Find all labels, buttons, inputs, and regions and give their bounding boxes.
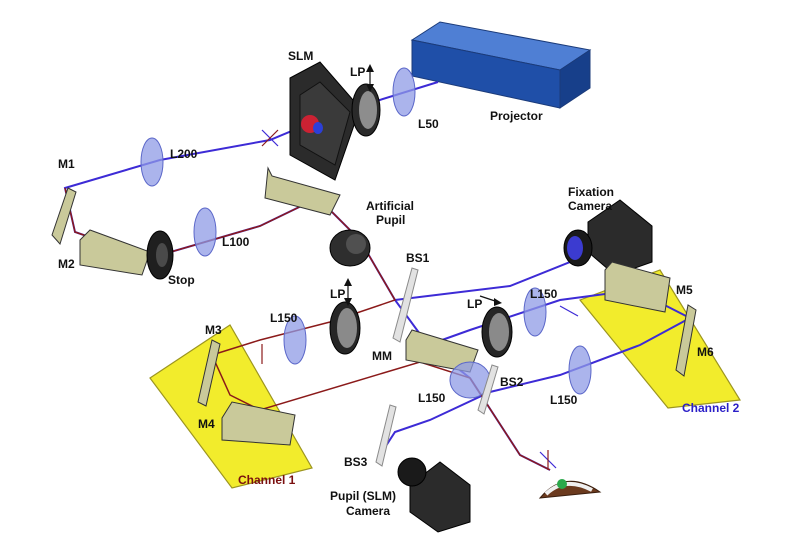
- mirror-m5: [604, 261, 671, 313]
- label-slm: SLM: [288, 49, 313, 63]
- label-l150-center: L150: [418, 391, 446, 405]
- pupil-camera: [397, 457, 471, 533]
- fold-mirror-slm: [264, 166, 341, 216]
- lp-polarizer-mid: [329, 301, 361, 355]
- label-pupil-camera-2: Camera: [346, 504, 390, 518]
- red-beams: [64, 187, 551, 471]
- beamsplitter-bs1: [392, 267, 419, 343]
- label-channel-2: Channel 2: [682, 401, 740, 415]
- fixation-camera: [563, 199, 653, 276]
- label-lp-right: LP: [467, 297, 482, 311]
- stop-aperture: [146, 230, 174, 280]
- lens-l150-right-top: [523, 287, 547, 337]
- label-projector: Projector: [490, 109, 543, 123]
- lens-l150-right-bottom: [568, 345, 592, 395]
- label-l200: L200: [170, 147, 198, 161]
- label-m1: M1: [58, 157, 75, 171]
- projector: [410, 21, 592, 109]
- beamsplitter-bs2: [477, 364, 499, 415]
- eye-model: [538, 479, 602, 499]
- label-lp-mid: LP: [330, 287, 345, 301]
- beamsplitter-bs3: [375, 404, 397, 467]
- label-l150-left: L150: [270, 311, 298, 325]
- slm: [289, 61, 361, 181]
- label-m4: M4: [198, 417, 215, 431]
- mirror-m3: [197, 339, 221, 407]
- lens-l200: [140, 137, 164, 187]
- lp-polarizer-right: [481, 306, 513, 358]
- label-l50: L50: [418, 117, 439, 131]
- label-mm: MM: [372, 349, 392, 363]
- label-l150-right-top: L150: [530, 287, 558, 301]
- label-m6: M6: [697, 345, 714, 359]
- lens-l100: [193, 207, 217, 257]
- label-m5: M5: [676, 283, 693, 297]
- label-l100: L100: [222, 235, 250, 249]
- artificial-pupil: [329, 229, 371, 267]
- label-artificial-pupil-1: Artificial: [366, 199, 414, 213]
- label-m2: M2: [58, 257, 75, 271]
- label-l150-right-bottom: L150: [550, 393, 578, 407]
- label-bs2: BS2: [500, 375, 524, 389]
- mirror-mm: [405, 329, 479, 373]
- label-bs3: BS3: [344, 455, 368, 469]
- label-fixation-camera-2: Camera: [568, 199, 612, 213]
- label-pupil-camera-1: Pupil (SLM): [330, 489, 396, 503]
- lens-l50: [392, 67, 416, 117]
- label-channel-1: Channel 1: [238, 473, 296, 487]
- label-fixation-camera-1: Fixation: [568, 185, 614, 199]
- label-bs1: BS1: [406, 251, 430, 265]
- mirror-m2: [79, 229, 151, 276]
- polarization-arrows: [261, 64, 579, 470]
- mirror-m6: [675, 304, 697, 377]
- mirror-m4: [221, 401, 296, 446]
- label-artificial-pupil-2: Pupil: [376, 213, 405, 227]
- label-stop: Stop: [168, 273, 195, 287]
- label-m3: M3: [205, 323, 222, 337]
- mirror-m1: [51, 187, 77, 245]
- lens-l150-left: [283, 315, 307, 365]
- lp-polarizer-top: [351, 83, 381, 137]
- label-lp-top: LP: [350, 65, 365, 79]
